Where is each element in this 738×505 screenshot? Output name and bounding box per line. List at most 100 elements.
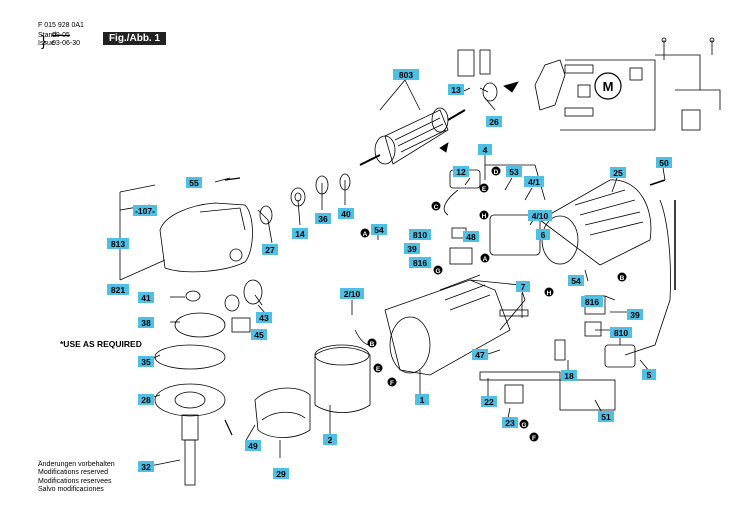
- svg-text:C: C: [434, 204, 439, 211]
- svg-text:A: A: [363, 231, 368, 238]
- stand-label: Stand: [38, 32, 57, 39]
- svg-text:7: 7: [521, 282, 526, 292]
- svg-text:D: D: [494, 169, 499, 176]
- callout-18: 18: [561, 370, 577, 381]
- issue-date: 03-06-30: [52, 40, 81, 47]
- callout-32: 32: [138, 461, 154, 472]
- callout-23: 23: [502, 417, 518, 428]
- callout-4-1: 4/1: [524, 176, 544, 187]
- connector-E1: E: [479, 183, 489, 193]
- callout-38: 38: [138, 317, 154, 328]
- callout-55: 55: [186, 177, 202, 188]
- svg-text:5: 5: [647, 370, 652, 380]
- svg-text:4: 4: [483, 145, 488, 155]
- callout-41: 41: [138, 292, 154, 303]
- callout-29: 29: [273, 468, 289, 479]
- callout-25: 25: [610, 167, 626, 178]
- svg-text:47: 47: [475, 350, 485, 360]
- callout-36: 36: [315, 213, 331, 224]
- svg-text:18: 18: [564, 371, 574, 381]
- svg-text:23: 23: [505, 418, 515, 428]
- callout-13: 13: [448, 84, 464, 95]
- svg-text:49: 49: [248, 441, 258, 451]
- svg-text:813: 813: [111, 239, 125, 249]
- svg-text:1: 1: [420, 395, 425, 405]
- svg-text:53: 53: [509, 167, 519, 177]
- callout-816b: 816: [581, 296, 603, 307]
- power-plug-part: [604, 335, 636, 368]
- motor-housing-part: [384, 274, 526, 376]
- svg-text:4/1: 4/1: [528, 177, 540, 187]
- svg-text:45: 45: [254, 330, 264, 340]
- svg-text:27: 27: [265, 245, 275, 255]
- callout-1: 1: [415, 394, 429, 405]
- connector-C: C: [431, 201, 441, 211]
- svg-text:B: B: [370, 341, 375, 348]
- callout-810a: 810: [409, 229, 431, 240]
- svg-text:E: E: [482, 186, 487, 193]
- svg-text:48: 48: [466, 232, 476, 242]
- connector-B1: B: [367, 338, 377, 348]
- callout-7: 7: [516, 281, 530, 292]
- svg-text:6: 6: [541, 230, 546, 240]
- brace-symbol: }: [41, 33, 47, 50]
- svg-text:43: 43: [259, 313, 269, 323]
- svg-text:29: 29: [276, 469, 286, 479]
- connector-A1: A: [360, 228, 370, 238]
- small-parts: [154, 173, 351, 486]
- svg-text:50: 50: [659, 158, 669, 168]
- callout-27: 27: [262, 244, 278, 255]
- svg-text:2: 2: [328, 435, 333, 445]
- svg-text:E: E: [376, 366, 381, 373]
- callout-2-10: 2/10: [340, 288, 364, 299]
- motor-symbol-icon: [594, 72, 622, 100]
- callout-821: 821: [107, 284, 129, 295]
- svg-text:H: H: [547, 290, 552, 297]
- svg-text:-107-: -107-: [135, 206, 155, 216]
- callout-50: 50: [656, 157, 672, 168]
- stator-part: [314, 329, 371, 413]
- svg-text:32: 32: [141, 462, 151, 472]
- leader-lines: [119, 79, 666, 467]
- svg-text:35: 35: [141, 357, 151, 367]
- issue-label: Issue: [38, 40, 55, 47]
- callout-54a: 54: [371, 224, 387, 235]
- callout-803: 803: [393, 69, 419, 80]
- callout-107: -107-: [133, 205, 157, 216]
- gear-housing-part: [159, 177, 253, 273]
- callout-39b: 39: [627, 309, 643, 320]
- svg-text:821: 821: [111, 285, 125, 295]
- svg-text:39: 39: [407, 244, 417, 254]
- svg-text:40: 40: [341, 209, 351, 219]
- svg-text:54: 54: [571, 276, 581, 286]
- callout-14: 14: [292, 228, 308, 239]
- svg-text:F: F: [390, 380, 394, 387]
- svg-text:F: F: [532, 435, 536, 442]
- wiring-schematic: [457, 37, 721, 131]
- svg-text:22: 22: [484, 397, 494, 407]
- modification-notes: Änderungen vorbehalten Modifications res…: [38, 461, 115, 494]
- old-date: 09-05: [52, 32, 70, 39]
- svg-text:A: A: [483, 256, 488, 263]
- svg-text:28: 28: [141, 395, 151, 405]
- callout-28: 28: [138, 394, 154, 405]
- svg-text:36: 36: [318, 214, 328, 224]
- svg-text:B: B: [620, 275, 625, 282]
- callout-6: 6: [536, 229, 550, 240]
- callout-51: 51: [598, 411, 614, 422]
- callout-43: 43: [256, 312, 272, 323]
- connector-H1: H: [479, 210, 489, 220]
- svg-text:39: 39: [630, 310, 640, 320]
- callout-22: 22: [481, 396, 497, 407]
- svg-text:14: 14: [295, 229, 305, 239]
- connector-A2: A: [480, 253, 490, 263]
- callout-45: 45: [251, 329, 267, 340]
- svg-text:13: 13: [451, 85, 461, 95]
- callout-54b: 54: [568, 275, 584, 286]
- callout-26: 26: [486, 116, 502, 127]
- svg-text:26: 26: [489, 117, 499, 127]
- svg-text:G: G: [435, 268, 440, 275]
- callout-4-10: 4/10: [528, 210, 552, 221]
